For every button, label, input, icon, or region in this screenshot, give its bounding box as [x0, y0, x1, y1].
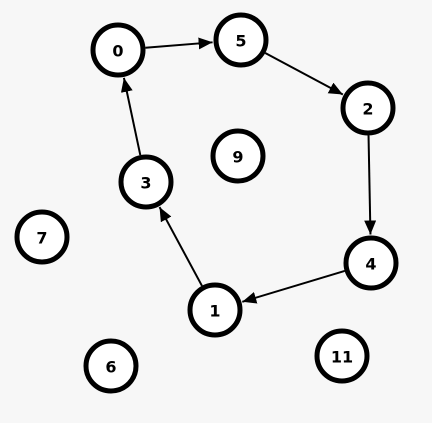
edge-3-to-0	[120, 77, 142, 156]
node-0: 0	[90, 22, 146, 78]
node-label-11: 11	[331, 348, 353, 367]
node-circle-2	[340, 80, 396, 136]
node-2: 2	[340, 80, 396, 136]
node-circle-1	[187, 282, 243, 338]
node-7: 7	[14, 209, 70, 265]
edge-0-to-5	[145, 37, 213, 50]
node-label-1: 1	[209, 302, 220, 321]
node-5: 5	[213, 12, 269, 68]
node-label-3: 3	[140, 174, 151, 193]
node-11: 11	[314, 328, 370, 384]
node-label-7: 7	[36, 229, 47, 248]
edge-2-to-4	[364, 135, 377, 235]
node-circle-5	[213, 12, 269, 68]
node-circle-7	[14, 209, 70, 265]
node-label-6: 6	[105, 358, 116, 377]
node-9: 9	[210, 128, 266, 184]
node-6: 6	[83, 338, 139, 394]
edges-layer	[120, 37, 377, 304]
edge-5-to-2	[264, 52, 344, 96]
node-4: 4	[343, 235, 399, 291]
node-label-2: 2	[362, 100, 373, 119]
node-3: 3	[118, 154, 174, 210]
node-label-5: 5	[235, 32, 246, 51]
edge-1-to-3	[158, 206, 203, 287]
node-label-0: 0	[112, 42, 123, 61]
node-label-9: 9	[232, 148, 243, 167]
node-circle-3	[118, 154, 174, 210]
node-1: 1	[187, 282, 243, 338]
node-circle-0	[90, 22, 146, 78]
node-circle-4	[343, 235, 399, 291]
nodes-layer: 0 5 2 9 3 7 4 1 6 11	[14, 12, 399, 394]
node-circle-6	[83, 338, 139, 394]
node-circle-9	[210, 128, 266, 184]
node-label-4: 4	[365, 255, 376, 274]
edge-4-to-1	[241, 269, 345, 304]
node-circle-11	[314, 328, 370, 384]
